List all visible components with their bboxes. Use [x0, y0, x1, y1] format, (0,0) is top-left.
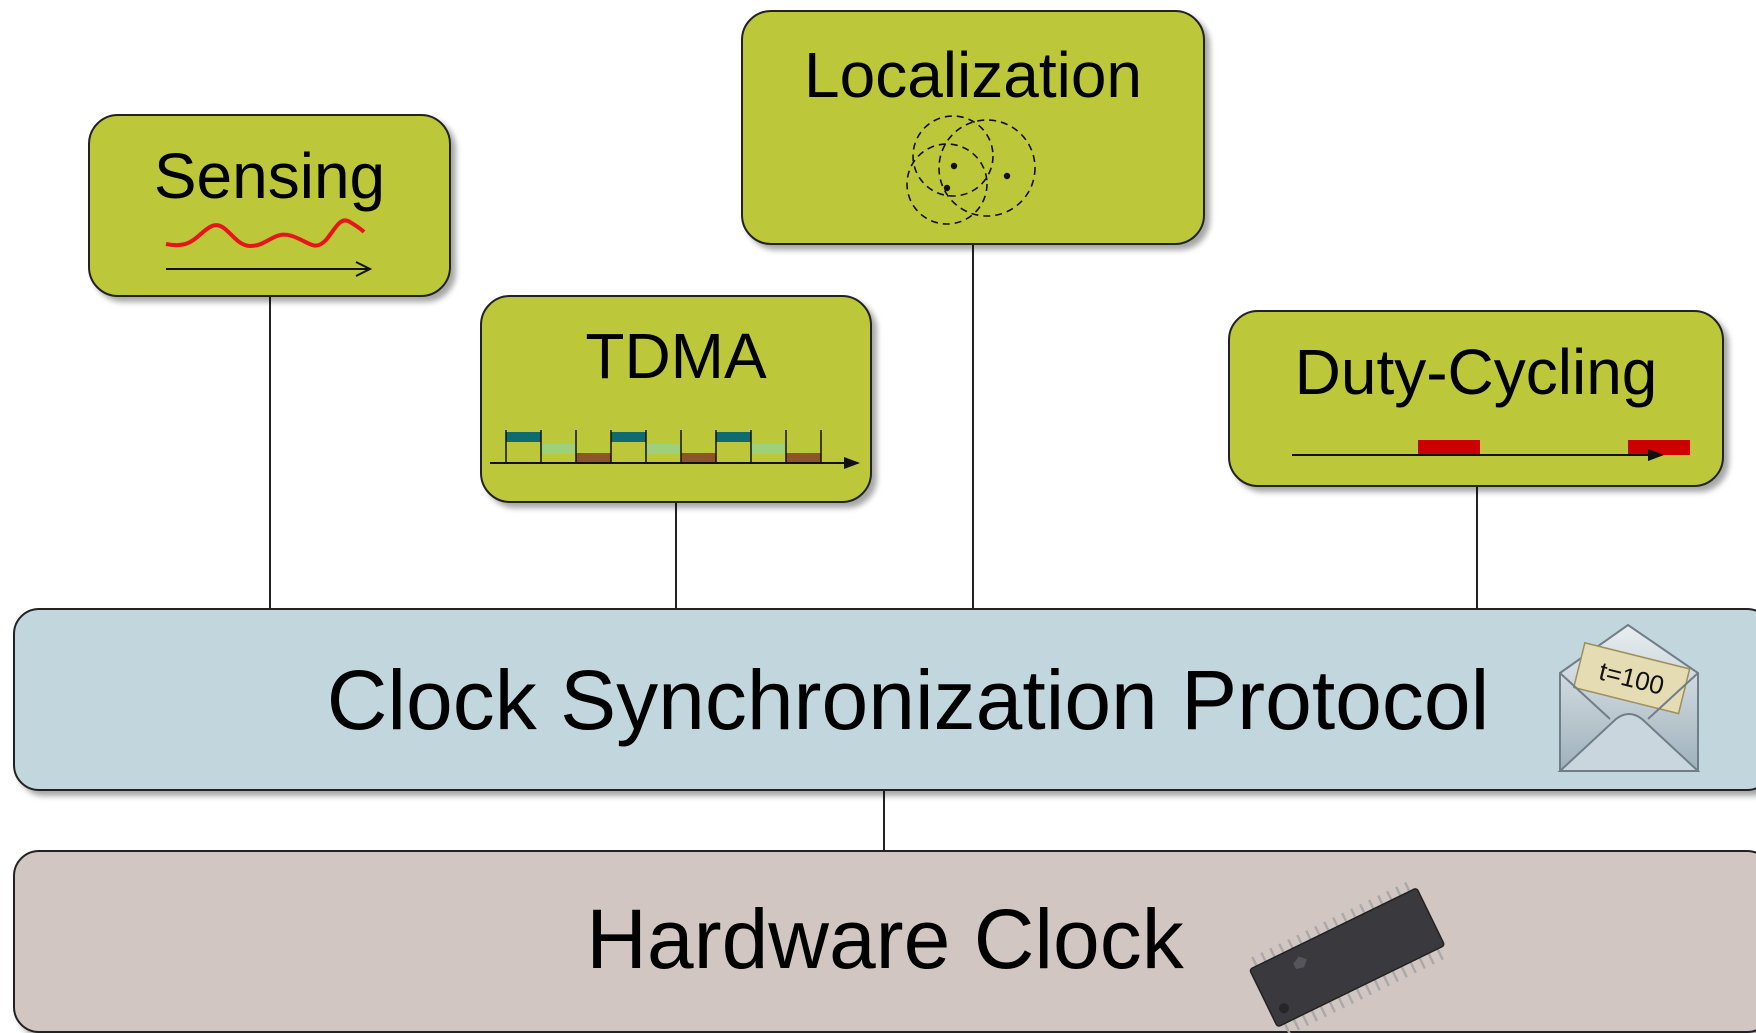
active-period [1628, 440, 1690, 455]
localization-circles-icon [906, 115, 1036, 225]
tdma-slot-dividers [505, 430, 822, 463]
tdma-timeline-icon [490, 430, 860, 469]
chip-icon [1249, 881, 1445, 1033]
localization-title: Localization [804, 39, 1142, 111]
tdma-box: TDMA [480, 295, 872, 503]
duty-cycling-box: Duty-Cycling [1228, 310, 1724, 487]
active-period [1418, 440, 1480, 455]
sensing-box: Sensing [88, 114, 451, 297]
hardware-clock-title: Hardware Clock [586, 892, 1184, 986]
clock-sync-protocol-layer: Clock Synchronization Protocol t=100 [13, 608, 1756, 791]
sensing-title: Sensing [153, 140, 386, 212]
duty-cycle-timeline-icon [1292, 440, 1690, 461]
localization-box: Localization [741, 10, 1205, 245]
tdma-title: TDMA [585, 320, 767, 392]
hardware-clock-layer: Hardware Clock [13, 850, 1756, 1033]
envelope-icon: t=100 [1557, 623, 1701, 772]
clock-sync-protocol-title: Clock Synchronization Protocol [326, 653, 1490, 747]
duty-cycling-title: Duty-Cycling [1294, 336, 1658, 408]
sensing-signal-icon [165, 218, 373, 277]
tdma-slots [506, 432, 821, 463]
note-card: t=100 [1572, 641, 1691, 715]
